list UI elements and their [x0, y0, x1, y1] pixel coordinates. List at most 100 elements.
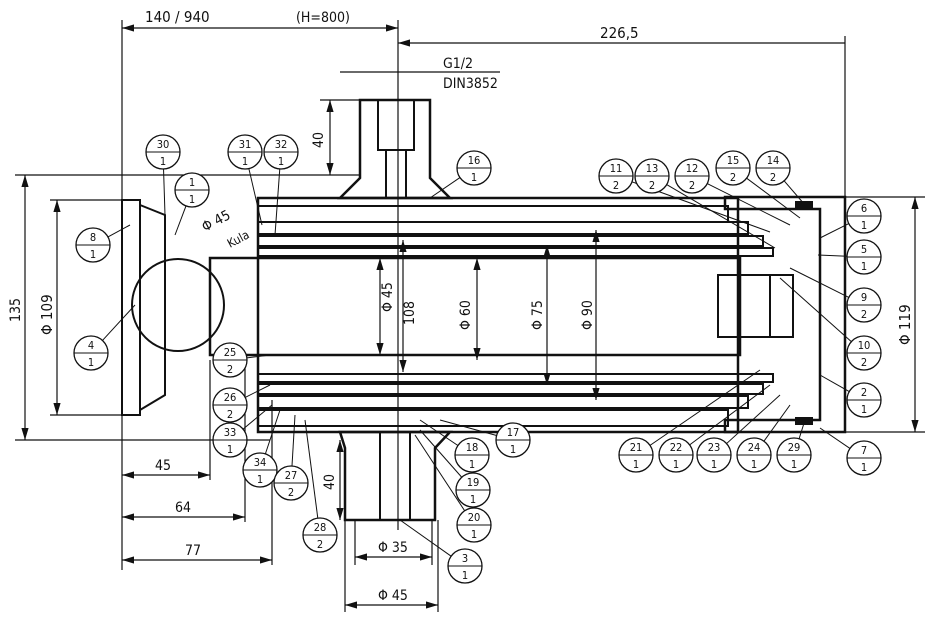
part-quantity: 2 — [288, 486, 294, 499]
part-number: 34 — [254, 456, 267, 469]
part-number: 28 — [314, 521, 327, 534]
part-balloon-28: 282 — [302, 419, 338, 553]
part-balloon-11: 112 — [598, 158, 771, 233]
leader-line — [414, 434, 466, 512]
part-number: 22 — [670, 441, 683, 454]
leader-line — [102, 304, 136, 341]
leader-line — [419, 419, 459, 446]
dim-75: Φ 75 — [530, 300, 546, 330]
part-balloon-8: 81 — [75, 224, 131, 263]
dim-rod-diameter: Φ 45 — [380, 282, 396, 312]
part-quantity: 1 — [673, 458, 679, 471]
dimension-labels: 140 / 940 (H=800) 226,5 G1/2 DIN3852 40 … — [8, 8, 914, 604]
dim-bottom-port-outer: Φ 45 — [378, 588, 408, 604]
part-balloon-30: 301 — [145, 134, 181, 216]
part-balloon-25: 252 — [212, 342, 271, 378]
dim-overall-height: 135 — [8, 298, 24, 322]
leader-line — [429, 177, 461, 199]
part-number: 17 — [507, 426, 520, 439]
part-number: 9 — [861, 291, 867, 304]
part-number: 10 — [858, 339, 871, 352]
part-quantity: 2 — [649, 179, 655, 192]
dim-top-port-height: 40 — [311, 132, 327, 148]
leader-line — [819, 223, 850, 239]
part-number: 13 — [646, 162, 659, 175]
part-quantity: 1 — [861, 461, 867, 474]
dim-bottom-45: 45 — [155, 458, 171, 474]
part-quantity: 2 — [227, 363, 233, 376]
part-balloon-6: 61 — [819, 198, 882, 239]
top-port — [336, 98, 454, 200]
part-number: 26 — [224, 391, 237, 404]
part-number: 21 — [630, 441, 643, 454]
part-quantity: 1 — [257, 473, 263, 486]
leader-line — [248, 168, 263, 226]
part-balloon-13: 132 — [634, 158, 776, 249]
part-quantity: 2 — [613, 179, 619, 192]
dim-bottom-port-inner: Φ 35 — [378, 540, 408, 556]
part-balloon-32: 321 — [263, 134, 299, 236]
part-number: 25 — [224, 346, 237, 359]
leader-line — [783, 180, 806, 206]
part-number: 8 — [90, 231, 96, 244]
part-quantity: 1 — [633, 458, 639, 471]
part-number: 30 — [157, 138, 170, 151]
leader-line — [304, 419, 319, 519]
part-balloon-4: 41 — [73, 304, 136, 371]
bottom-port — [338, 430, 453, 522]
leader-line — [264, 409, 281, 455]
part-quantity: 1 — [751, 458, 757, 471]
part-number: 20 — [468, 511, 481, 524]
part-quantity: 1 — [861, 219, 867, 232]
part-number: 31 — [239, 138, 252, 151]
part-number: 23 — [708, 441, 721, 454]
end-cap — [723, 195, 847, 434]
leader-line — [107, 224, 131, 238]
ball-label: Kula — [225, 228, 252, 251]
part-balloon-24: 241 — [736, 404, 791, 473]
dim-stroke: (H=800) — [296, 10, 350, 26]
leader-line — [819, 427, 851, 449]
part-quantity: 1 — [471, 171, 477, 184]
leader-line — [419, 429, 463, 478]
part-number: 18 — [466, 441, 479, 454]
part-number: 12 — [686, 162, 699, 175]
part-number: 32 — [275, 138, 288, 151]
dim-60: Φ 60 — [458, 300, 474, 330]
part-balloon-9: 92 — [789, 267, 882, 323]
part-number: 2 — [861, 386, 867, 399]
part-number: 4 — [88, 339, 94, 352]
leader-line — [817, 254, 848, 257]
port-thread: G1/2 — [443, 56, 473, 72]
part-number: 16 — [468, 154, 481, 167]
part-quantity: 2 — [317, 538, 323, 551]
part-number: 1 — [189, 176, 195, 189]
part-number: 6 — [861, 202, 867, 215]
part-balloon-1: 11 — [174, 172, 210, 236]
leader-line — [706, 183, 791, 226]
leader-line — [789, 267, 850, 298]
part-quantity: 1 — [88, 356, 94, 369]
dim-bottom-64: 64 — [175, 500, 191, 516]
part-balloon-14: 142 — [755, 150, 806, 206]
part-balloon-2: 21 — [819, 374, 882, 418]
part-balloon-12: 122 — [674, 158, 791, 226]
leader-line — [798, 419, 806, 439]
part-balloon-10: 102 — [779, 277, 882, 371]
part-quantity: 1 — [861, 403, 867, 416]
part-quantity: 1 — [462, 569, 468, 582]
part-quantity: 2 — [227, 408, 233, 421]
part-quantity: 1 — [469, 458, 475, 471]
part-number: 29 — [788, 441, 801, 454]
leader-line — [763, 404, 791, 442]
leader-line — [726, 394, 781, 444]
part-balloon-18: 181 — [419, 419, 490, 473]
part-balloon-31: 311 — [227, 134, 263, 226]
part-quantity: 1 — [242, 155, 248, 168]
part-quantity: 1 — [510, 443, 516, 456]
dim-bottom-77: 77 — [185, 543, 201, 559]
part-balloon-16: 161 — [429, 150, 492, 199]
